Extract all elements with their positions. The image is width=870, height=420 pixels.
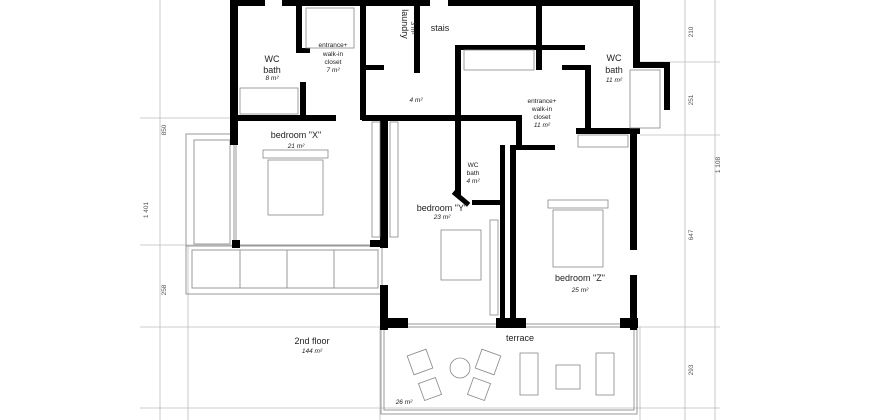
dim-1108: 1 108 — [715, 156, 722, 173]
wc-bath-1-area: 8 m² — [266, 75, 280, 82]
dim-258: 258 — [161, 284, 168, 295]
closet-1-label3: closet — [325, 59, 342, 66]
bedroom-y-area: 23 m² — [433, 214, 451, 221]
bedroom-y-label: bedroom "Y" — [417, 203, 467, 213]
closet-2-area: 11 m² — [534, 122, 551, 129]
dim-251: 251 — [688, 94, 695, 105]
glazing — [233, 120, 628, 325]
wc-bath-3-label2: bath — [467, 170, 480, 177]
wc-bath-2-label2: bath — [605, 65, 623, 75]
bedroom-z-area: 25 m² — [571, 287, 589, 294]
bedroom-x-label: bedroom "X" — [271, 130, 321, 140]
laundry-area: 3 m² — [409, 22, 416, 36]
dim-647: 647 — [688, 229, 695, 240]
floor-area: 144 m² — [302, 348, 323, 355]
wc-bath-3-label1: WC — [468, 162, 479, 169]
hall-area: 4 m² — [410, 97, 424, 104]
floor-label: 2nd floor — [294, 336, 329, 346]
closet-1-label2: walk-in — [322, 51, 344, 58]
closet-1-area: 7 m² — [327, 67, 341, 74]
terrace-label: terrace — [506, 333, 534, 343]
closet-2-label2: walk-in — [531, 106, 553, 113]
stairs-label: stais — [431, 23, 450, 33]
walls — [230, 0, 670, 330]
closet-2-label1: entrance+ — [527, 98, 556, 105]
dim-1401: 1 401 — [143, 201, 150, 218]
balcony-left — [185, 133, 383, 295]
laundry-label: laundry — [400, 9, 410, 39]
bedroom-z-label: bedroom "Z" — [555, 273, 605, 283]
wc-bath-2-label1: WC — [607, 53, 622, 63]
wc-bath-3-area: 4 m² — [467, 178, 481, 185]
terrace-area: 26 m² — [395, 399, 413, 406]
wc-bath-2-area: 11 m² — [606, 77, 623, 84]
closet-1-label1: entrance+ — [318, 42, 347, 49]
bedroom-x-area: 21 m² — [287, 143, 305, 150]
wc-bath-1-label2: bath — [263, 65, 281, 75]
dim-293: 293 — [688, 364, 695, 375]
closet-2-label3: closet — [534, 114, 551, 121]
wc-bath-1-label1: WC — [265, 54, 280, 64]
furniture — [239, 7, 661, 316]
dim-210: 210 — [688, 26, 695, 37]
dim-850: 850 — [161, 124, 168, 135]
